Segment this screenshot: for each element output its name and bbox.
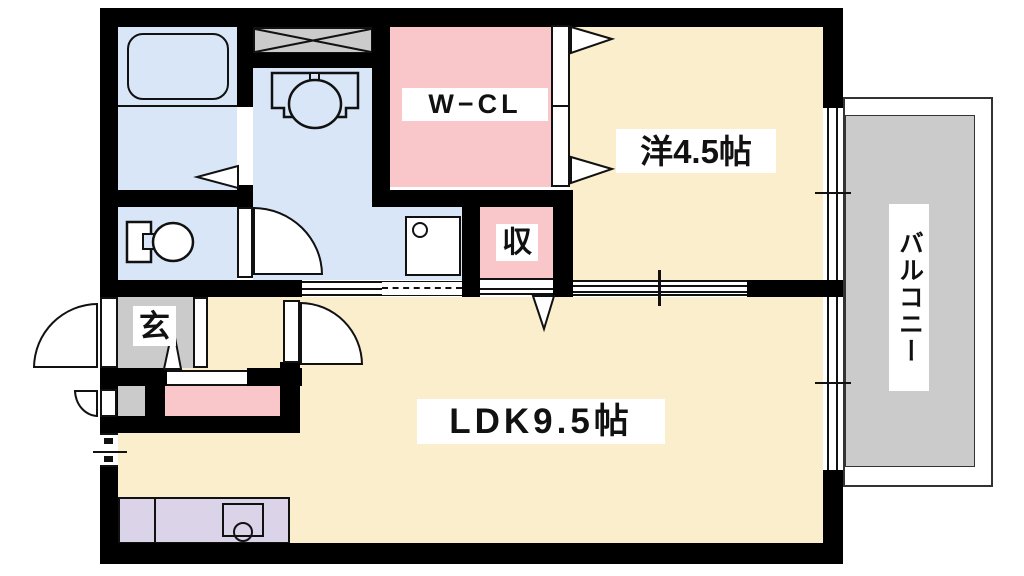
storage-label: 収 [496, 224, 538, 261]
ldk-label: LDK9.5帖 [417, 399, 665, 444]
exterior-compartment [118, 386, 145, 416]
cross-hatched-box [253, 27, 373, 54]
toilet [125, 220, 195, 264]
balcony-label: バルコニー [889, 204, 929, 391]
compartment-door-arc [74, 390, 98, 417]
hall-door-leaf [283, 300, 300, 363]
sliding-door-tick [658, 270, 661, 306]
window-tick [815, 192, 851, 194]
wall [100, 280, 302, 297]
wall [372, 8, 390, 207]
wall [280, 362, 300, 433]
wall [253, 53, 373, 68]
entrance-door-arc [33, 303, 98, 368]
cross-hatch-icon [254, 28, 372, 53]
counter-divider [154, 499, 156, 546]
wall [553, 207, 573, 297]
door-swing-arrow [193, 164, 239, 190]
bathroom [118, 27, 237, 190]
bathroom-floor-line [118, 105, 237, 107]
compartment-door-leaf [100, 389, 117, 417]
western-room-label: 洋4.5帖 [616, 129, 776, 173]
wall [100, 543, 843, 564]
entrance-closet [165, 386, 280, 416]
wall [747, 280, 823, 297]
wall [145, 386, 165, 416]
washroom-sliding-door [302, 281, 382, 296]
wcl-label: W−CL [402, 88, 548, 121]
wall [100, 416, 298, 433]
window-sash [104, 438, 113, 444]
washbasin [270, 71, 360, 130]
sink-circle [233, 522, 253, 542]
drain-circle [412, 222, 428, 238]
wall [118, 190, 253, 207]
washroom-door-leaf [237, 207, 253, 278]
window-tick [815, 382, 851, 384]
kitchen-window [100, 433, 118, 467]
wall [100, 8, 843, 27]
wcl-door-divider [553, 105, 568, 107]
wall [462, 200, 480, 297]
door-swing-arrow [162, 326, 183, 370]
bathtub [127, 33, 229, 100]
washing-machine-pan [405, 216, 461, 276]
wall [372, 190, 573, 207]
wall [823, 8, 843, 564]
window-tick [93, 451, 127, 453]
entrance-label: 玄 [133, 306, 176, 346]
window-glass-line [827, 108, 829, 280]
entrance-closet-door [167, 370, 247, 386]
window-glass-line [836, 108, 838, 280]
window-sash [104, 456, 113, 462]
genkan-step [193, 297, 208, 368]
door-swing-arrow [570, 25, 616, 55]
entrance-door-leaf [100, 297, 118, 368]
wall [237, 27, 253, 107]
western-room-window [823, 108, 843, 280]
washroom-opening-dashed [382, 281, 462, 296]
door-swing-arrow [570, 155, 616, 185]
kitchen-counter [118, 497, 290, 548]
wall [100, 368, 167, 386]
door-swing-arrow [531, 295, 556, 333]
wcl-door [551, 25, 570, 187]
storage-door [480, 278, 553, 295]
